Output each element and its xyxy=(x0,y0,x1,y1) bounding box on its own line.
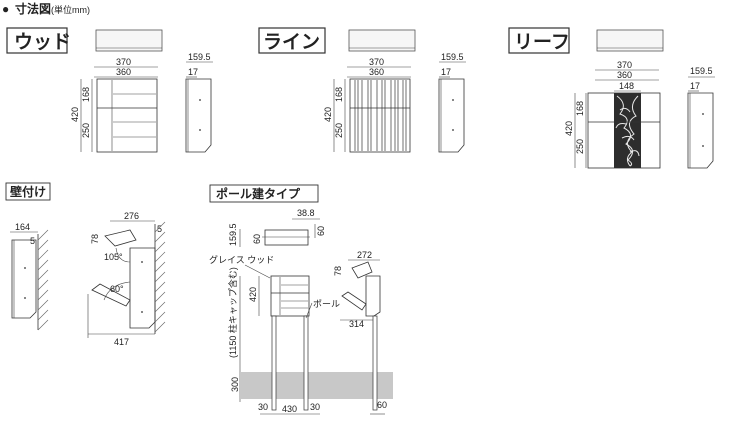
pole-side-lid-open xyxy=(341,291,367,311)
dim-159-line: 159.5 xyxy=(441,52,464,62)
pole-box-front xyxy=(270,275,310,317)
label-box-line xyxy=(258,27,326,54)
title-unit: (単位mm) xyxy=(51,4,90,15)
dim-30-left: 30 xyxy=(258,402,268,412)
dim-360-line: 360 xyxy=(369,67,384,77)
wall-mount-section: 壁付け 164 5 276 5 78 105° 60° xyxy=(5,182,166,347)
title-bullet: ● xyxy=(2,2,9,16)
dim-420-wood: 420 xyxy=(70,107,80,122)
dim-168-wood: 168 xyxy=(81,87,91,102)
dim-159-wood: 159.5 xyxy=(188,52,211,62)
front-view-wood xyxy=(96,78,158,153)
angle-60: 60° xyxy=(110,284,124,294)
pole-label: ポール建タイプ xyxy=(216,186,301,201)
dim-300: 300 xyxy=(230,377,240,392)
wall-body xyxy=(129,247,156,329)
product-wood: ウッド 370 360 420 168 250 159.5 17 xyxy=(6,27,213,153)
dim-276: 276 xyxy=(124,211,139,221)
dim-168-leaf: 168 xyxy=(575,101,585,116)
wall-label: 壁付け xyxy=(10,184,46,199)
dim-164: 164 xyxy=(15,222,30,232)
side-view-wood xyxy=(185,78,212,153)
pole-left xyxy=(271,315,277,411)
dim-360-leaf: 360 xyxy=(617,70,632,80)
label-box-pole xyxy=(209,184,319,203)
product-leaf: リーフ 370 360 148 420 168 250 159.5 17 xyxy=(508,27,715,169)
dim-250-leaf: 250 xyxy=(575,139,585,154)
top-view-wood xyxy=(95,29,163,52)
open-lid-bottom xyxy=(91,283,131,307)
dim-420-leaf: 420 xyxy=(564,121,574,136)
product-line: ライン 370 360 420 168 250 159.5 17 xyxy=(258,27,466,153)
angle-105: 105° xyxy=(104,252,123,262)
dim-168-line: 168 xyxy=(334,87,344,102)
label-box-wood xyxy=(6,27,68,54)
label-box-leaf xyxy=(508,27,570,54)
dim-250-wood: 250 xyxy=(81,123,91,138)
side-view-leaf xyxy=(687,92,714,169)
cap-note: (1150 柱キャップ含む) xyxy=(227,267,238,358)
dim-60-right: 60 xyxy=(316,226,326,236)
dim-370-leaf: 370 xyxy=(617,60,632,70)
dim-17-wood: 17 xyxy=(188,67,198,77)
dim-360-wood: 360 xyxy=(116,67,131,77)
dim-159-pole: 159.5 xyxy=(228,223,238,246)
pole-right xyxy=(303,315,309,411)
pole-top-view xyxy=(264,229,309,246)
dim-159-leaf: 159.5 xyxy=(690,66,713,76)
pole-side-lid xyxy=(351,261,373,279)
open-lid-top xyxy=(104,229,137,247)
dim-17-line: 17 xyxy=(441,67,451,77)
ground xyxy=(240,372,393,399)
label-box-wall xyxy=(5,182,51,201)
product-name-leaf: リーフ xyxy=(514,32,570,53)
dim-5-right: 5 xyxy=(157,224,162,234)
dim-370-wood: 370 xyxy=(116,57,131,67)
dim-17-leaf: 17 xyxy=(690,81,700,91)
product-name-line: ライン xyxy=(263,32,320,53)
pole-side-box xyxy=(365,275,381,317)
dim-420-pole: 420 xyxy=(248,287,258,302)
dim-430: 430 xyxy=(282,404,297,414)
dim-78-pole: 78 xyxy=(333,266,343,276)
dim-417: 417 xyxy=(114,337,129,347)
wall-side-view xyxy=(11,239,37,319)
dim-60-bottom: 60 xyxy=(377,400,387,410)
gray-wood-label: グレイス ウッド xyxy=(209,254,274,265)
dim-314: 314 xyxy=(349,319,364,329)
top-view-line xyxy=(348,29,416,52)
dim-148-leaf: 148 xyxy=(619,81,634,91)
dim-38-8: 38.8 xyxy=(297,208,315,218)
dim-5-left: 5 xyxy=(30,236,35,246)
dim-272: 272 xyxy=(357,250,372,260)
dim-60-left: 60 xyxy=(252,234,262,244)
dim-78: 78 xyxy=(90,234,100,244)
pole-label-text: ポール xyxy=(313,299,340,309)
dim-250-line: 250 xyxy=(334,123,344,138)
dim-30-right: 30 xyxy=(310,402,320,412)
pole-mount-section: ポール建タイプ 38.8 159.5 60 60 グレイス ウッド 420 (1… xyxy=(209,184,393,415)
product-name-wood: ウッド xyxy=(14,31,71,53)
side-view-line xyxy=(438,78,465,153)
pole-side-post xyxy=(372,315,378,411)
page-title: 寸法図 xyxy=(15,1,51,16)
front-view-line xyxy=(349,78,411,153)
top-view-leaf xyxy=(596,29,664,52)
dim-420-line: 420 xyxy=(323,107,333,122)
dim-370-line: 370 xyxy=(369,57,384,67)
